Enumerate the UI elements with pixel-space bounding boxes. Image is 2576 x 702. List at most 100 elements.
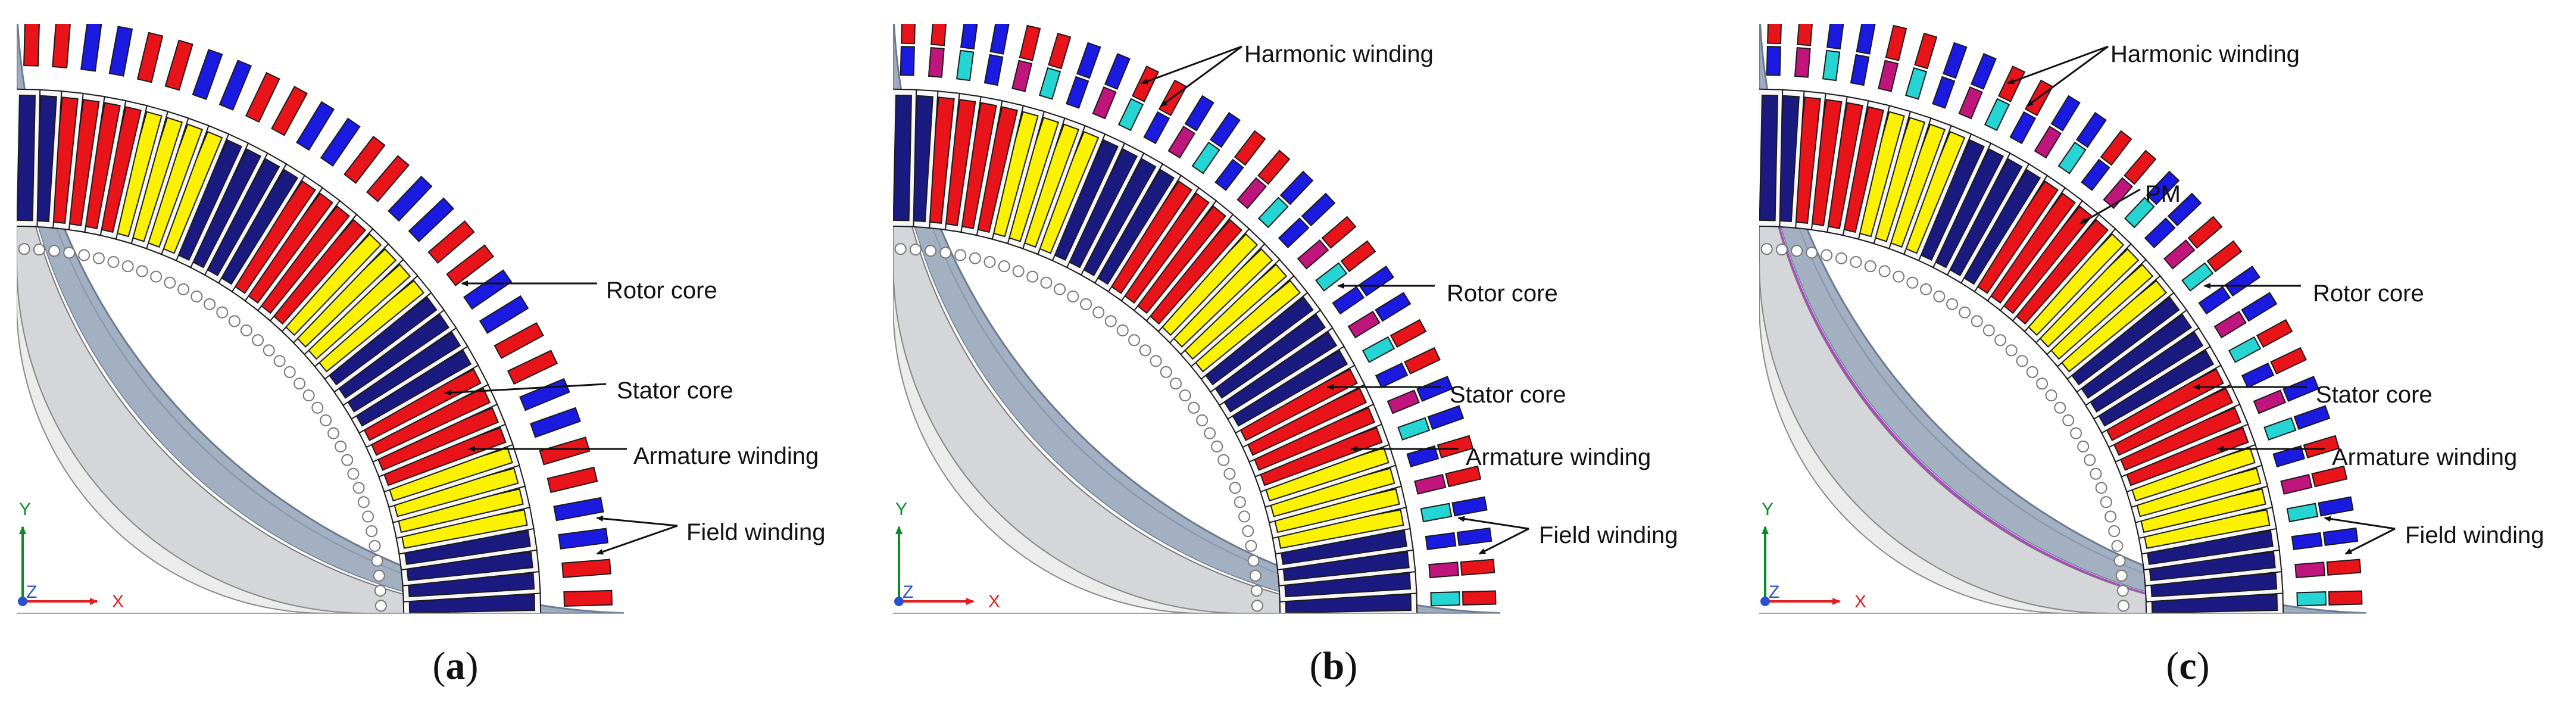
stator-vent-hole [263,344,275,357]
stator-vent-hole [1104,315,1117,327]
stator-vent-hole [1211,440,1223,453]
harmonic-coil [1878,60,1899,92]
harmonic-coil [2286,503,2319,523]
callout-arrow-harmonic [1141,45,1242,85]
field-coil [2224,266,2261,297]
callout-label-stator: Stator core [617,377,733,404]
stator-vent-hole [177,283,190,295]
harmonic-coil [2081,158,2110,191]
stator-vent-hole [1821,249,1833,261]
field-coil [245,71,280,123]
field-coil [1856,24,1876,55]
callout-arrow-field [596,525,678,555]
axis-origin [894,597,904,606]
stator-vent-hole [2108,525,2121,538]
rotor-core [893,24,1500,613]
stator-vent-hole [1864,260,1876,273]
harmonic-coil [1362,336,1395,363]
stator-vent-hole [371,554,383,567]
harmonic-coil [1143,111,1170,145]
axis-origin [18,597,27,606]
stator-vent-hole [341,454,354,466]
stator-vent-hole [366,525,378,538]
stator-vent-hole [283,366,296,378]
harmonic-coil [1397,417,1431,441]
stator-vent-hole [1982,324,1995,336]
harmonic-coil [2291,532,2323,551]
stator-vent-hole [954,249,967,261]
stator-vent-hole [2115,569,2128,582]
field-coil [1451,496,1488,517]
stator-vent-hole [1160,366,1172,378]
field-coil [2075,111,2107,148]
harmonic-coil [1011,60,1033,92]
harmonic-coil [2009,111,2037,145]
harmonic-coil [2272,445,2306,468]
field-coil [1970,53,1997,90]
stator-vent-hole [357,496,370,508]
harmonic-coil [1958,86,1983,120]
stator-vent-hole [939,247,952,259]
callout-arrow-harmonic [2007,45,2109,85]
panel-caption-c: (c) [2166,644,2209,688]
callout-arrow-harmonic [1160,45,1242,107]
stator-vent-hole [164,276,176,289]
field-coil [2293,405,2331,430]
field-coil [2100,130,2132,166]
harmonic-coil [1347,310,1381,339]
field-coil [1184,95,1214,132]
stator-vent-hole [1150,355,1162,367]
field-coil [1767,24,1782,45]
stator-vent-hole [2095,482,2107,494]
stator-vent-hole [1204,427,1216,439]
harmonic-coil [2263,417,2297,441]
stator-vent-hole [2070,427,2082,439]
callout-label-harmonic: Harmonic winding [2110,41,2300,67]
harmonic-coil [1066,76,1089,109]
harmonic-coil [1191,141,1220,174]
stator-vent-hole [2026,366,2038,378]
field-coil [136,32,164,83]
stator-vent-hole [2005,344,2018,357]
stator-vent-hole [1139,344,1151,357]
stator-vent-hole [1247,554,1260,567]
field-coil [519,377,570,411]
harmonic-coil [1092,86,1117,120]
stator-vent-hole [1933,290,1946,302]
harmonic-coil [1257,196,1289,229]
stator-vent-hole [1229,482,1241,494]
stator-vent-hole [362,510,374,523]
field-coil [1460,559,1495,576]
field-coil [408,197,455,242]
callout-arrow-pm [2079,188,2141,224]
stator-vent-hole [327,427,340,439]
stator-vent-hole [293,377,306,390]
stator-vent-hole [2062,414,2075,426]
cross-section [893,24,1500,613]
field-coil [1885,24,1907,61]
field-coil [2206,240,2243,273]
stator-vent-hole [1251,600,1263,612]
harmonic-coil [1332,286,1365,315]
stator-bore [1759,261,2111,613]
field-coil [1358,266,1395,297]
field-coil [2256,319,2293,348]
field-coil [2322,527,2359,547]
field-coil [2311,465,2348,488]
field-coil [1416,376,1453,403]
field-coil [80,24,102,72]
field-coil [1104,53,1131,90]
field-coil [2270,347,2307,375]
stator-bore [893,261,1245,613]
field-coil [2326,559,2362,576]
y-axis-label: Y [1762,500,1773,519]
field-coil [547,466,598,494]
stator-vent-hole [204,298,216,310]
harmonic-coil [1237,177,1267,210]
stator-vent-hole [2077,440,2090,453]
field-coil [1076,42,1101,79]
stator-vent-hole [1971,315,1983,327]
stator-vent-hole [33,244,45,256]
